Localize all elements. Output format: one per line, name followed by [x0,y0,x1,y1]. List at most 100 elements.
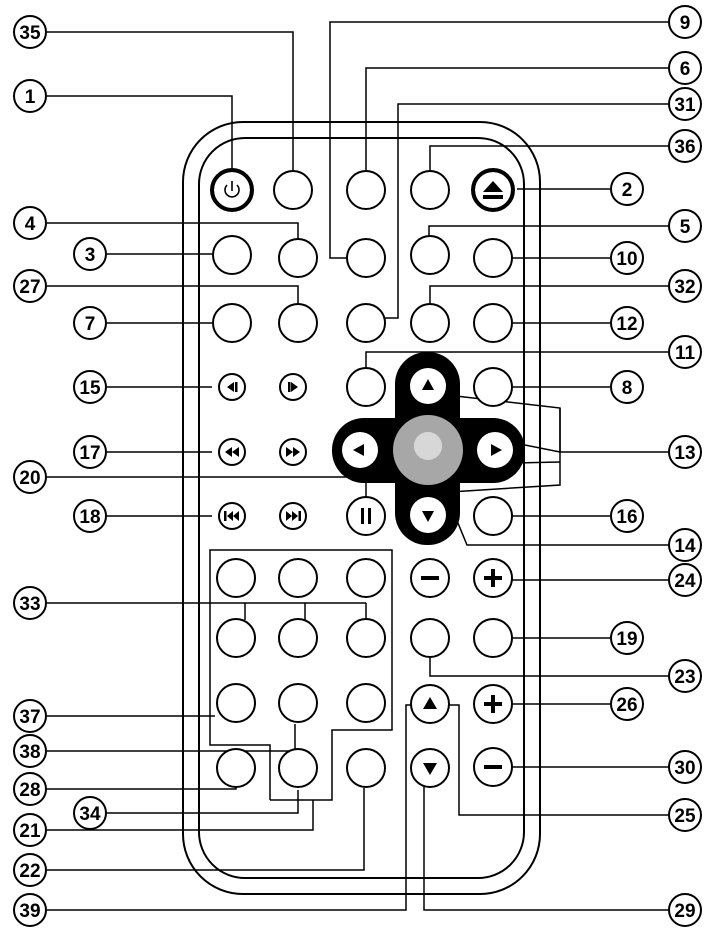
remote-button[interactable] [278,558,318,598]
remote-button[interactable] [212,303,252,343]
callout-number: 34 [79,804,101,825]
callout-number: 17 [79,443,100,464]
remote-inner-body [198,137,525,879]
remote-button[interactable] [216,748,256,788]
callout-right-30: 30 [668,750,702,784]
callout-number: 28 [19,780,40,801]
callout-left-38: 38 [13,734,47,768]
callout-right-13: 13 [668,435,702,469]
callout-number: 14 [674,536,696,557]
remote-button[interactable] [346,748,386,788]
plus-button[interactable] [473,684,513,724]
page-up-button[interactable] [410,684,450,724]
callout-right-10: 10 [610,241,644,275]
next-button[interactable] [279,502,307,530]
remote-button[interactable] [346,683,386,723]
remote-button[interactable] [473,618,513,658]
power-button[interactable] [210,168,254,212]
callout-number: 4 [25,214,36,235]
fast-forward-button[interactable] [279,438,307,466]
minus-icon [421,576,439,580]
dpad[interactable] [332,352,525,545]
remote-button[interactable] [216,618,256,658]
remote-button[interactable] [346,558,386,598]
callout-left-34: 34 [73,796,107,830]
callout-left-20: 20 [13,460,47,494]
enter-button[interactable] [414,432,442,460]
pause-button[interactable] [346,496,386,536]
callout-number: 36 [674,137,695,158]
remote-button[interactable] [410,235,450,275]
remote-button[interactable] [216,683,256,723]
callout-right-26: 26 [610,687,644,721]
eject-button[interactable] [471,168,515,212]
callout-right-19: 19 [610,621,644,655]
callout-number: 7 [85,314,96,335]
callout-number: 11 [675,343,696,364]
rewind-button[interactable] [218,438,246,466]
callout-left-3: 3 [73,237,107,271]
next-icon [286,511,301,521]
callout-left-18: 18 [73,499,107,533]
plus-button[interactable] [473,558,513,598]
callout-left-1: 1 [13,79,47,113]
remote-button[interactable] [473,496,513,536]
callout-left-21: 21 [13,813,47,847]
callout-left-7: 7 [73,306,107,340]
callout-number: 37 [19,707,40,728]
previous-button[interactable] [218,502,246,530]
callout-left-37: 37 [13,699,47,733]
remote-button[interactable] [410,618,450,658]
remote-button[interactable] [278,303,318,343]
remote-button[interactable] [346,367,386,407]
remote-button[interactable] [473,303,513,343]
remote-button[interactable] [212,235,252,275]
callout-number: 10 [616,249,637,270]
callout-right-9: 9 [668,5,702,39]
remote-button[interactable] [346,170,386,210]
callout-number: 6 [680,59,691,80]
callout-right-16: 16 [610,499,644,533]
remote-button[interactable] [473,367,513,407]
pause-icon [361,508,371,524]
callout-number: 23 [674,667,695,688]
remote-button[interactable] [410,303,450,343]
callout-left-4: 4 [13,206,47,240]
page-down-button[interactable] [410,748,450,788]
callout-number: 27 [19,277,40,298]
power-icon [224,181,240,198]
callout-number: 22 [19,861,40,882]
remote-button[interactable] [278,618,318,658]
remote-button[interactable] [273,170,313,210]
callout-left-39: 39 [13,893,47,927]
previous-icon [224,511,239,521]
remote-button[interactable] [346,618,386,658]
callout-number: 26 [616,695,637,716]
callout-left-28: 28 [13,772,47,806]
remote-button[interactable] [278,238,318,278]
remote-button[interactable] [346,238,386,278]
callout-right-31: 31 [668,87,702,121]
callout-number: 29 [674,901,695,922]
arrow-up-icon [423,697,437,709]
step-forward-button[interactable] [279,373,307,401]
remote-button[interactable] [346,303,386,343]
eject-icon [483,181,503,199]
arrow-left-icon [353,444,364,456]
callout-left-17: 17 [73,435,107,469]
callout-number: 31 [674,95,696,116]
remote-button[interactable] [278,683,318,723]
plus-icon [484,569,502,587]
step-back-button[interactable] [218,373,246,401]
callout-number: 12 [616,314,637,335]
callout-number: 15 [79,378,101,399]
remote-button[interactable] [410,170,450,210]
minus-button[interactable] [473,747,513,787]
remote-button[interactable] [278,748,318,788]
callout-number: 33 [19,594,40,615]
minus-button[interactable] [410,558,450,598]
callout-number: 20 [19,468,40,489]
callout-left-33: 33 [13,586,47,620]
remote-button[interactable] [216,558,256,598]
remote-button[interactable] [473,238,513,278]
